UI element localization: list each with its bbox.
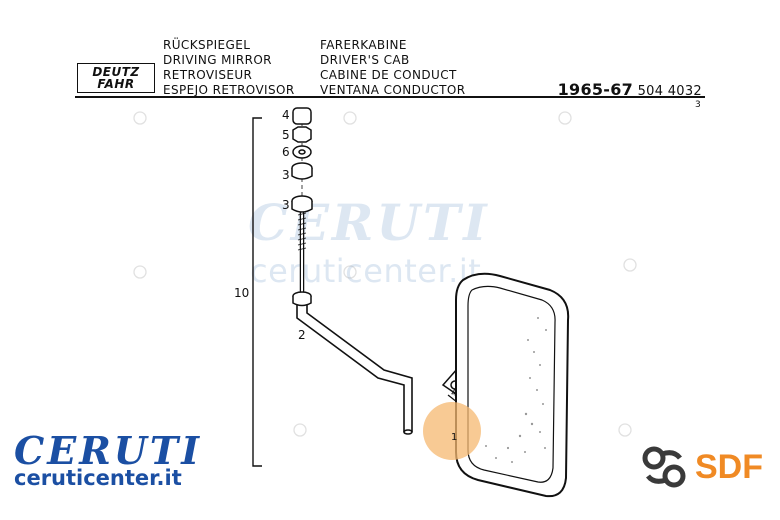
group-line: RÜCKSPIEGEL [163, 38, 251, 52]
watermark-brand: CERUTI [248, 193, 490, 252]
logo-line-1: DEUTZ [92, 65, 140, 79]
subgroup-line: VENTANA CONDUCTOR [320, 83, 466, 97]
sdf-logo-icon [642, 446, 686, 488]
ceruti-logo: CERUTI [14, 428, 202, 473]
group-title: RÜCKSPIEGEL DRIVING MIRROR RETROVISEUR E… [163, 38, 295, 98]
subgroup-line: CABINE DE CONDUCT [320, 68, 457, 82]
part-code: 504 4032 [637, 84, 702, 99]
sheet-number: 3 [695, 100, 701, 110]
highlight-marker [423, 402, 481, 460]
lock-washer [292, 145, 312, 159]
watermark-url: ceruticenter.it [250, 252, 482, 290]
callout-bracket [252, 117, 262, 467]
group-line: RETROVISEUR [163, 68, 253, 82]
group-line: ESPEJO RETROVISOR [163, 83, 295, 97]
callout-5-nut: 5 [282, 128, 290, 142]
rubber-washer-lower [291, 195, 313, 213]
mirror-stipple [485, 317, 547, 463]
callout-10-assembly: 10 [234, 286, 250, 300]
subgroup-line: FARERKABINE [320, 38, 407, 52]
deutz-fahr-logo: DEUTZ FAHR [77, 63, 155, 93]
callout-4-cap-nut: 4 [282, 108, 290, 122]
subgroup-title: FARERKABINE DRIVER'S CAB CABINE DE CONDU… [320, 38, 466, 98]
callout-1-mirror: 1 [451, 432, 458, 443]
part-number: 1965-67 504 4032 [558, 80, 702, 99]
year-range: 1965-67 [557, 80, 634, 99]
group-line: DRIVING MIRROR [163, 53, 272, 67]
rod-thread [297, 212, 307, 251]
logo-line-2: FAHR [97, 77, 135, 91]
callout-3-lower: 3 [282, 198, 290, 212]
nut [292, 126, 312, 143]
sdf-logo-text: SDF [695, 448, 763, 486]
callout-6-washer: 6 [282, 145, 290, 159]
callout-2-arm: 2 [298, 328, 306, 342]
mirror-body [455, 272, 570, 498]
callout-3-upper: 3 [282, 168, 290, 182]
rubber-washer-upper [291, 162, 313, 180]
cap-nut [292, 107, 312, 125]
subgroup-line: DRIVER'S CAB [320, 53, 410, 67]
callout-4-clamp: 4 [451, 388, 458, 399]
ceruti-url: ceruticenter.it [14, 466, 182, 490]
arm-collar [292, 291, 312, 307]
mirror-arm [296, 300, 413, 435]
